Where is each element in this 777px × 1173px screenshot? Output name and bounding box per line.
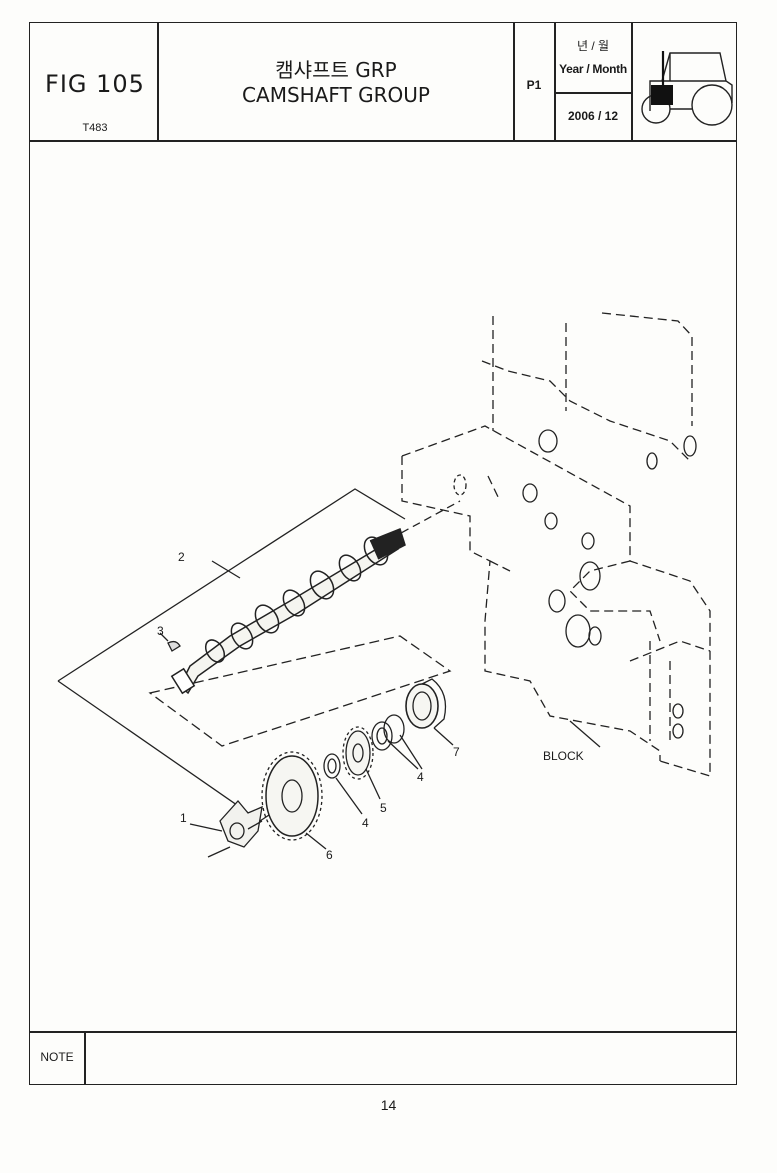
page-title: 캠샤프트 GRP CAMSHAFT GROUP: [158, 58, 514, 108]
callout-3: 3: [157, 624, 164, 638]
header-divider-3: [554, 22, 556, 140]
header-bottom-rule: [29, 140, 737, 142]
bushing-part: [371, 721, 393, 751]
date-label-korean: 년 / 월: [576, 39, 610, 53]
bearing-part: [405, 678, 454, 746]
page-frame: [29, 22, 737, 1085]
note-label: NOTE: [40, 1050, 74, 1064]
date-divider: [555, 92, 631, 94]
date-value: 2006 / 12: [567, 109, 619, 123]
callout-7: 7: [453, 745, 460, 759]
header-divider-1: [157, 22, 159, 140]
cam-gear: [247, 751, 327, 850]
note-divider: [84, 1031, 86, 1085]
callout-6: 6: [326, 848, 333, 862]
camshaft-diagram: 2 3 1 6 4 5 4 7 BLOCK: [57, 312, 711, 862]
camshaft: [170, 528, 406, 695]
drawing-code: T483: [82, 122, 108, 134]
callout-4a: 4: [362, 816, 369, 830]
small-gear: [342, 726, 381, 800]
block-label: BLOCK: [543, 749, 584, 763]
washer-part: [323, 753, 341, 779]
callout-1: 1: [180, 811, 187, 825]
page-code: P1: [526, 78, 542, 92]
figure-number: FIG 105: [45, 70, 145, 98]
title-korean: 캠샤프트 GRP: [275, 58, 397, 82]
header-divider-2: [513, 22, 515, 140]
engine-block: [401, 312, 711, 777]
key-part: [167, 640, 181, 652]
title-english: CAMSHAFT GROUP: [242, 83, 430, 107]
callout-5: 5: [380, 801, 387, 815]
block-details: [453, 429, 697, 739]
header-divider-4: [631, 22, 633, 140]
callout-4b: 4: [417, 770, 424, 784]
date-label-english: Year / Month: [559, 62, 627, 76]
tractor-icon: [641, 51, 733, 126]
callout-2: 2: [178, 550, 185, 564]
hub-part: [189, 800, 263, 858]
page-number: 14: [380, 1097, 397, 1113]
note-top-rule: [29, 1031, 737, 1033]
